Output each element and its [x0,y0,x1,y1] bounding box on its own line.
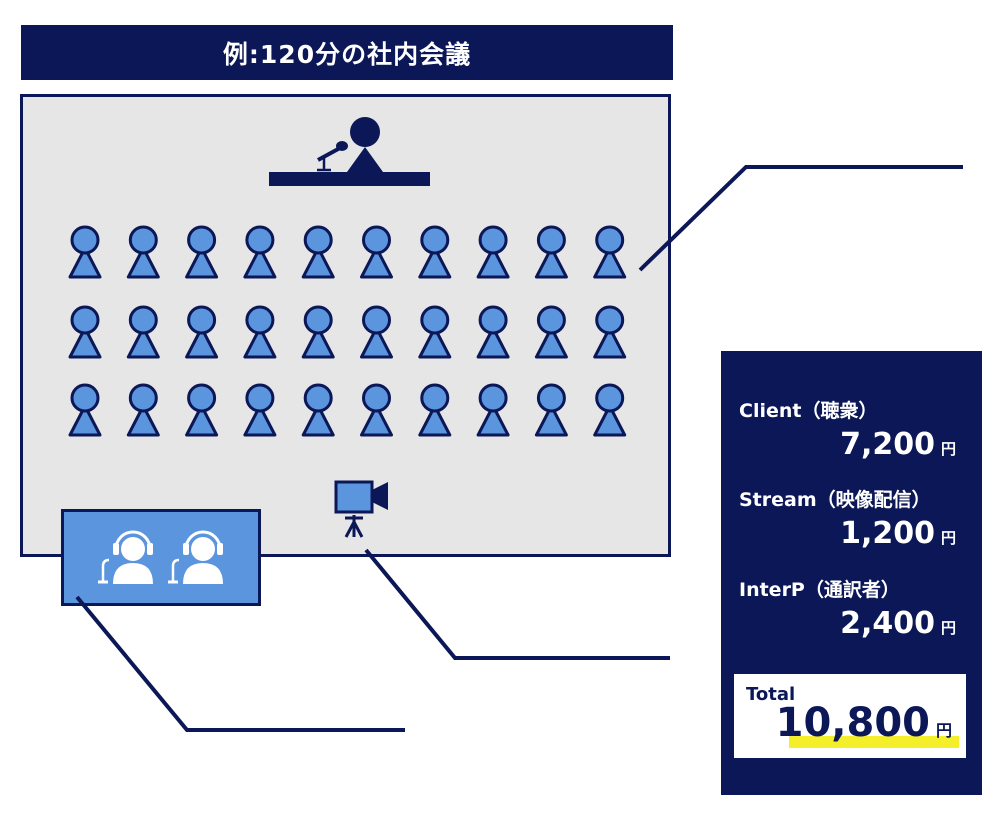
total-cost-unit: 円 [935,721,952,740]
client-cost-unit: 円 [940,440,956,458]
audience-person-icon [243,383,277,437]
microphone-icon [317,141,348,172]
client-label: Client（聴衆） [739,400,878,422]
audience-person-icon [185,383,219,437]
interpreter-headset-icon [98,530,153,584]
interp-cost: 2,400 円 [840,606,956,641]
leader-line-camera [364,548,670,660]
interp-label: InterP（通訳者） [739,579,900,601]
audience-person-icon [593,383,627,437]
speaker-body [347,147,383,172]
audience-person-icon [418,225,452,279]
audience-person-icon [476,383,510,437]
camera-icon [334,480,388,538]
audience-person-icon [534,305,568,359]
stream-cost-unit: 円 [940,529,956,547]
audience-person-icon [68,305,102,359]
audience-person-icon [360,225,393,279]
audience-person-icon [476,305,510,359]
total-cost-value: 10,800 [775,700,930,746]
audience-person-icon [360,305,393,359]
audience-person-icon [418,383,452,437]
audience-person-icon [185,225,219,279]
stream-label: Stream（映像配信） [739,489,931,511]
interpreter-headset-icon [168,530,223,584]
interpreter-booth [61,509,261,606]
audience-person-icon [301,225,335,279]
diagram-title: 例:120分の社内会議 [21,25,673,80]
podium-desk [269,172,430,186]
audience-person-icon [126,305,160,359]
speaker-podium [269,117,430,186]
audience-person-icon [593,225,627,279]
audience-person-icon [126,383,160,437]
stream-cost: 1,200 円 [840,516,956,551]
audience-grid [68,225,627,437]
audience-person-icon [301,383,335,437]
client-cost-value: 7,200 [840,427,935,462]
audience-person-icon [243,225,277,279]
interp-cost-unit: 円 [940,619,956,637]
stream-cost-value: 1,200 [840,516,935,551]
audience-person-icon [185,305,219,359]
interpreters-group [98,530,223,584]
audience-person-icon [476,225,510,279]
audience-person-icon [534,225,568,279]
leader-line-interpreter [75,595,405,732]
audience-person-icon [418,305,452,359]
audience-person-icon [243,305,277,359]
audience-person-icon [68,225,102,279]
leader-line-audience [638,165,963,272]
total-highlight [789,736,959,748]
cost-panel: Client（聴衆） 7,200 円 Stream（映像配信） 1,200 円 In… [721,351,982,795]
client-cost: 7,200 円 [840,427,956,462]
audience-person-icon [360,383,393,437]
audience-person-icon [534,383,568,437]
total-label: Total [746,684,796,705]
audience-person-icon [126,225,160,279]
audience-person-icon [301,305,335,359]
audience-person-icon [593,305,627,359]
total-box: Total 10,800 円 [734,674,966,758]
audience-person-icon [68,383,102,437]
total-cost: 10,800 円 [776,700,952,746]
interp-cost-value: 2,400 [840,606,935,641]
speaker-head [350,117,380,147]
